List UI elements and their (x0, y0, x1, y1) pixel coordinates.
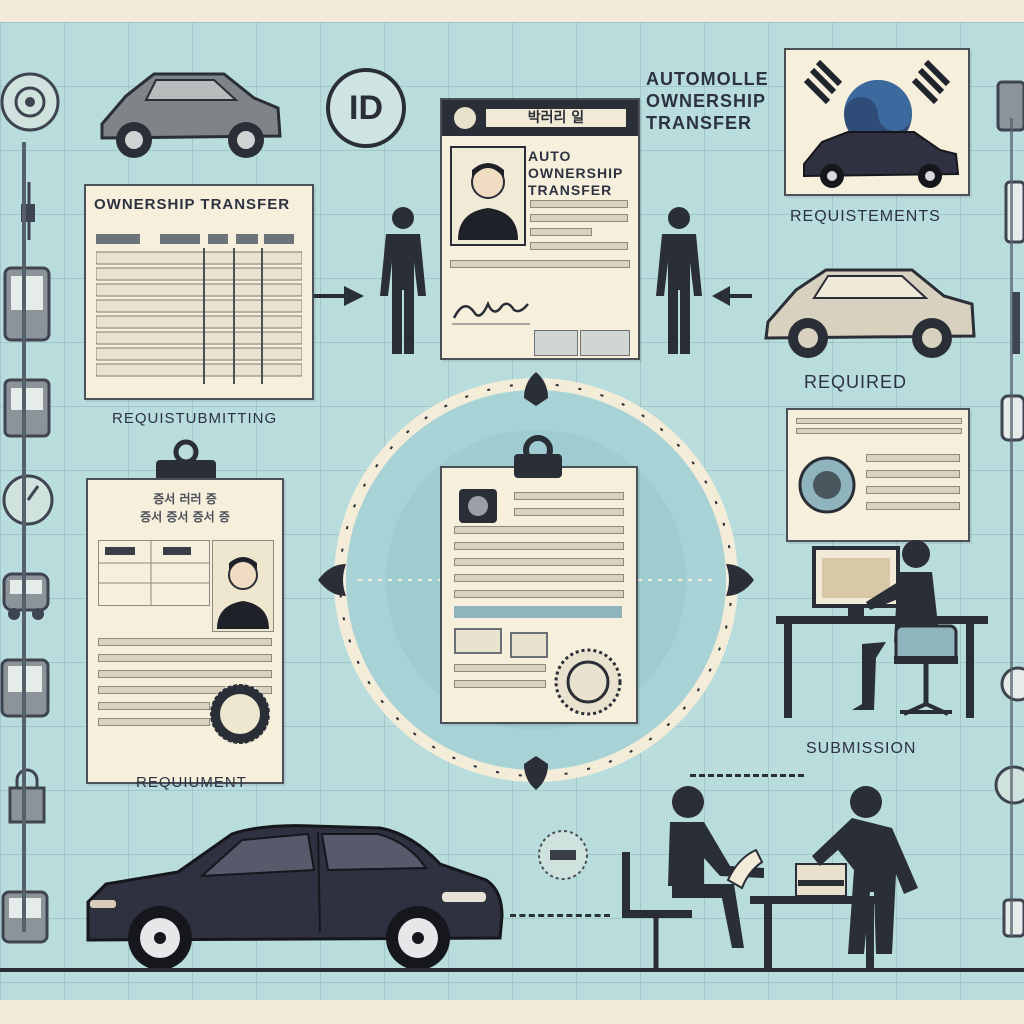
office-form-line (866, 454, 960, 462)
clipboard-checkbox (454, 628, 502, 654)
office-form-line (796, 418, 962, 424)
record-doc-header-1: 증서 러러 증 (153, 492, 217, 506)
person-seller-figure (376, 206, 430, 358)
office-form-line (866, 470, 960, 478)
flag-panel (784, 48, 970, 196)
left-edge-connector-line (22, 142, 26, 932)
left-edge-phone-icon (2, 266, 52, 342)
id-card-field-line (530, 242, 628, 250)
top-right-title: AUTOMOLLE OWNERSHIP TRANSFER (646, 69, 769, 133)
right-edge-pen-icon (1008, 292, 1024, 356)
office-worker-desk-scene (776, 536, 992, 722)
top-car-illustration (96, 66, 284, 162)
ownership-transfer-doc-title: OWNERSHIP TRANSFER (94, 196, 291, 213)
id-badge-icon: ID (326, 68, 406, 148)
id-card-stamp-box (534, 330, 578, 356)
id-card-photo (450, 146, 526, 246)
office-form-line (866, 502, 960, 510)
caption-requirement: REQUIUMENT (136, 774, 247, 791)
clipboard-line (454, 574, 624, 582)
clipboard-clip-icon (512, 432, 564, 486)
right-edge-card-icon (1002, 898, 1024, 938)
clipboard-line (454, 542, 624, 550)
clipboard-seal-icon (554, 648, 622, 716)
record-doc-seal-icon (209, 683, 271, 745)
caption-requisitements: REQUISTEMENTS (790, 208, 941, 225)
clipboard-line (514, 508, 624, 516)
record-doc-line (98, 638, 272, 646)
clipboard-emblem-icon (459, 489, 497, 523)
clipboard-line (454, 664, 546, 672)
left-edge-lock-icon (4, 762, 48, 826)
caption-requis-submitting: REQUISTUBMITTING (112, 410, 278, 427)
office-form-line (796, 428, 962, 434)
left-edge-car-front-icon (0, 562, 52, 622)
clipboard-line (454, 526, 624, 534)
ownership-transfer-document: OWNERSHIP TRANSFER (84, 184, 314, 400)
right-edge-connector-line (1010, 118, 1013, 938)
left-edge-gauge-icon (2, 472, 54, 528)
id-card-emblem-icon (454, 107, 476, 129)
id-card-field-line (530, 228, 592, 236)
id-card-field-line (530, 214, 628, 222)
right-edge-gauge-icon (994, 758, 1024, 812)
id-card-title: AUTO OWNERSHIP TRANSFER (528, 148, 624, 198)
sedan-car-illustration (82, 820, 506, 976)
ground-line (0, 968, 1024, 972)
ownership-transfer-table (96, 234, 302, 384)
approval-stamp-icon (536, 828, 590, 882)
office-form-line (866, 486, 960, 494)
side-car-illustration (762, 258, 978, 360)
record-doc-header-2: 증서 증서 증서 증 (140, 510, 230, 524)
infographic-board: ID AUTOMOLLE OWNERSHIP TRANSFER REQUISTE… (0, 22, 1024, 1000)
left-edge-terminal-icon (0, 656, 52, 720)
id-card-field-line (450, 260, 630, 268)
dashed-connector-2 (510, 914, 610, 920)
personal-record-document: 증서 러러 증 증서 증서 증서 증 (86, 478, 284, 784)
record-doc-photo (212, 540, 274, 632)
arrow-right-1 (314, 284, 366, 308)
record-doc-field-grid (98, 540, 210, 606)
clipboard-line (454, 558, 624, 566)
office-form-panel (786, 408, 970, 542)
id-card-header-text: 박러리 일 (486, 109, 626, 127)
caption-submission: SUBMISSION (806, 740, 917, 757)
document-signing-scene (620, 784, 960, 974)
clipboard-highlight-bar (454, 606, 622, 618)
clipboard-line (514, 492, 624, 500)
left-edge-steering-icon (0, 64, 62, 144)
person-buyer-figure (652, 206, 706, 358)
record-doc-line (98, 654, 272, 662)
record-doc-line (98, 702, 210, 710)
clipboard-checkbox (510, 632, 548, 658)
id-card-field-line (530, 200, 628, 208)
center-clipboard-form (440, 466, 638, 724)
left-edge-monitor-icon (2, 378, 52, 440)
office-form-seal-icon (798, 456, 856, 514)
right-edge-tag-icon (1000, 394, 1024, 442)
right-edge-seal-icon (1000, 662, 1024, 706)
arrow-left-1 (712, 284, 752, 308)
record-doc-line (98, 670, 272, 678)
id-card-stamp-box (580, 330, 630, 356)
auto-transfer-id-card: 박러리 일 AUTO OWNERSHIP TRANSFER (440, 98, 640, 360)
id-card-signature (452, 300, 530, 325)
record-doc-line (98, 718, 210, 726)
clipboard-line (454, 680, 546, 688)
id-badge-label: ID (349, 88, 383, 127)
dashed-connector-1 (690, 774, 804, 780)
clipboard-line (454, 590, 624, 598)
right-edge-phone-icon (1004, 180, 1024, 244)
caption-required: REQUIRED (804, 372, 908, 392)
record-doc-line (98, 686, 272, 694)
